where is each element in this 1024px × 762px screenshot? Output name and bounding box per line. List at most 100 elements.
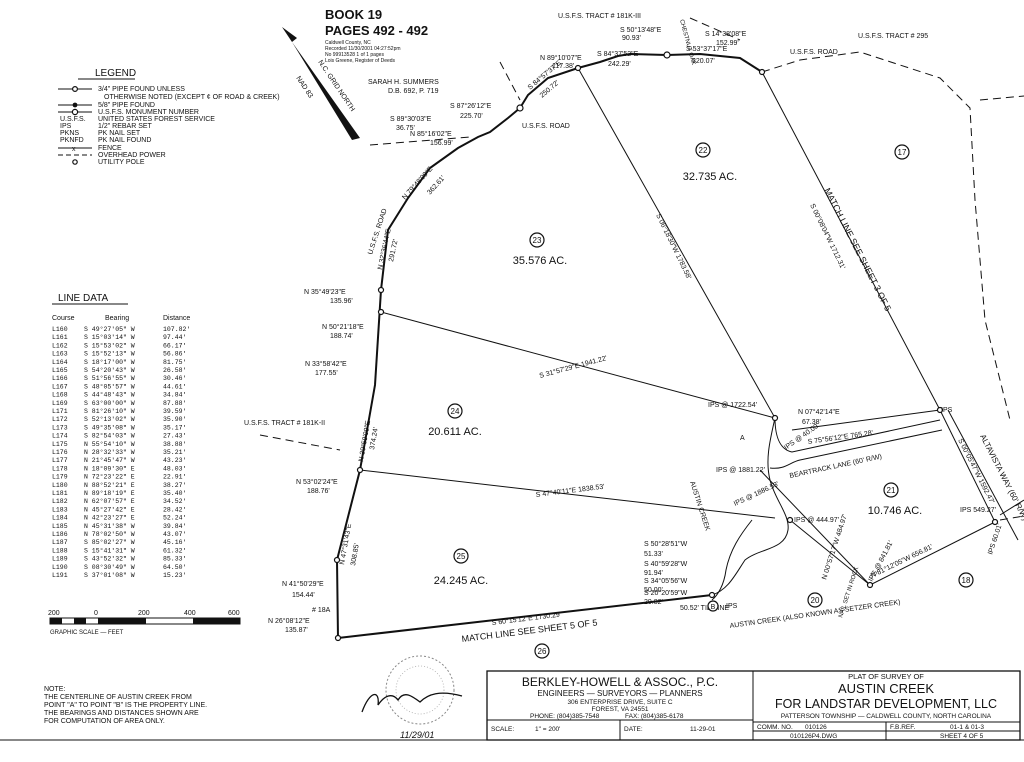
line-course: L160 — [52, 326, 68, 333]
call-bearing: N 89°10'07"E — [540, 54, 582, 62]
call-bearing: S 53°37'17"E — [686, 45, 728, 53]
line-bearing: N 72°23'22" E — [84, 473, 135, 481]
call-bearing: N 50°21'18"E — [322, 323, 364, 331]
line-course: L171 — [52, 408, 68, 415]
utility-pole-icon — [72, 159, 78, 165]
pipe-58-icon — [72, 102, 78, 108]
line-distance: 27.43' — [163, 433, 186, 440]
note-line: FOR COMPUTATION OF AREA ONLY. — [44, 718, 165, 725]
scale-label: GRAPHIC SCALE — FEET — [50, 630, 124, 636]
line-bearing: N 78°02'50" W — [84, 530, 135, 538]
match-line-east — [761, 71, 941, 411]
owner-label: SARAH H. SUMMERS — [368, 79, 439, 86]
line-course: L177 — [52, 457, 68, 464]
line-course: L182 — [52, 498, 68, 505]
deed-label: D.B. 692, P. 719 — [388, 88, 439, 95]
comm-value: 010126 — [805, 724, 827, 731]
graphic-scale: 200 0 200 400 600 GRAPHIC SCALE — FEET — [48, 610, 241, 636]
call-line: S 75°56'12"E 765.28' — [807, 429, 873, 446]
tract-number: 18 — [962, 576, 971, 585]
call-distance: 308.85' — [350, 543, 361, 567]
tract-area: 24.245 AC. — [434, 575, 488, 587]
adjoiner-label: U.S.F.S. TRACT # 181K-II — [244, 420, 325, 427]
line-bearing: S 15°41'31" W — [84, 546, 135, 554]
interior-line — [939, 409, 996, 523]
line-distance: 26.58' — [163, 367, 186, 374]
usfs-monument-icon — [663, 51, 671, 59]
book-number: BOOK 19 — [325, 7, 382, 22]
ips-label: IPS — [726, 603, 738, 610]
line-course: L173 — [52, 424, 68, 431]
call-bearing: S 40°59'28"W — [644, 560, 688, 568]
line-course: L187 — [52, 539, 68, 546]
road-label: U.S.F.S. ROAD — [790, 49, 838, 56]
line-bearing: N 45°31'38" W — [84, 522, 135, 530]
line-course: L172 — [52, 416, 68, 423]
call-distance: 117.38' — [552, 63, 574, 70]
line-course: L184 — [52, 515, 68, 522]
legend-item: 1/2" REBAR SET — [98, 123, 153, 130]
drawing-file: 010126P4.DWG — [790, 733, 837, 740]
legend-item: PK NAIL SET — [98, 130, 141, 137]
recording-line: Caldwell County, NC — [325, 40, 371, 46]
tract-number: 26 — [538, 647, 547, 656]
line-distance: 35.40' — [163, 490, 186, 497]
line-course: L174 — [52, 433, 68, 440]
call-bearing: N 41°50'29"E — [282, 580, 324, 588]
legend-item: U.S.F.S. MONUMENT NUMBER — [98, 109, 199, 116]
legend-abbrev: IPS — [60, 123, 72, 130]
legend-title: LEGEND — [95, 68, 136, 79]
tract-24: 24 20.611 AC. — [428, 403, 482, 438]
line-distance: 52.24' — [163, 515, 186, 522]
line-distance: 66.17' — [163, 342, 186, 349]
line-course: L188 — [52, 547, 68, 554]
line-distance: 38.27' — [163, 482, 186, 489]
south-boundary-line — [337, 594, 713, 639]
line-distance: 15.23' — [163, 572, 186, 579]
legend: LEGEND 3/4" PIPE FOUND UNLESS OTHERWISE … — [58, 68, 280, 166]
road-label: U.S.F.S. ROAD — [522, 123, 570, 130]
line-bearing: N 21°45'47" W — [84, 456, 135, 464]
call-bearing: N 26°08'12"E — [268, 617, 310, 625]
call-distance: 320.07' — [692, 58, 715, 65]
fbref-label: F.B.REF. — [890, 724, 915, 731]
tract-area: 32.735 AC. — [683, 171, 737, 183]
line-distance: 35.21' — [163, 449, 186, 456]
line-bearing: S 15°53'02" W — [84, 341, 135, 349]
note-line: THE BEARINGS AND DISTANCES SHOWN ARE — [44, 710, 199, 717]
call-bearing: N 33°58'42"E — [305, 360, 347, 368]
tract-25: 25 24.245 AC. — [434, 548, 488, 587]
line-course: L189 — [52, 556, 68, 563]
tract-number: 23 — [533, 236, 542, 245]
call-distance: 188.74' — [330, 333, 353, 340]
call-bearing: S 87°26'12"E — [450, 102, 492, 110]
austin-creek-line — [711, 417, 789, 596]
line-bearing: S 51°56'55" W — [84, 374, 135, 382]
line-data-header: Course — [52, 315, 75, 322]
comm-label: COMM. NO. — [757, 724, 793, 731]
scale-tick: 0 — [94, 610, 98, 617]
call-distance: 374.24' — [369, 427, 380, 451]
line-distance: 44.61' — [163, 383, 186, 390]
fbref-value: 01-1 & 01-3 — [950, 724, 984, 731]
line-course: L179 — [52, 474, 68, 481]
call-line: S 06°18'30"W 1783.58' — [654, 212, 693, 280]
line-distance: 97.44' — [163, 334, 186, 341]
call-bearing: S 50°13'48"E — [620, 26, 662, 34]
fence-icon: x — [72, 146, 76, 153]
line-bearing: S 52°13'02" W — [84, 415, 135, 423]
call-bearing: N 85°16'02"E — [410, 130, 452, 138]
pipe-found-icon — [758, 68, 766, 76]
pipe-found-icon — [771, 414, 779, 422]
tract-17: 17 — [894, 144, 910, 160]
line-bearing: S 08°30'49" W — [84, 563, 135, 571]
firm-name: BERKLEY-HOWELL & ASSOC., P.C. — [522, 675, 718, 689]
legend-item: OTHERWISE NOTED (EXCEPT ¢ OF ROAD & CREE… — [104, 94, 280, 101]
call-distance: 188.76' — [307, 488, 330, 495]
datum-label: NAD 83 — [294, 75, 314, 99]
tract-20: 20 — [807, 592, 823, 608]
line-course: L165 — [52, 367, 68, 374]
date-label: DATE: — [624, 726, 643, 733]
interior-line — [791, 409, 941, 431]
line-course: L169 — [52, 400, 68, 407]
